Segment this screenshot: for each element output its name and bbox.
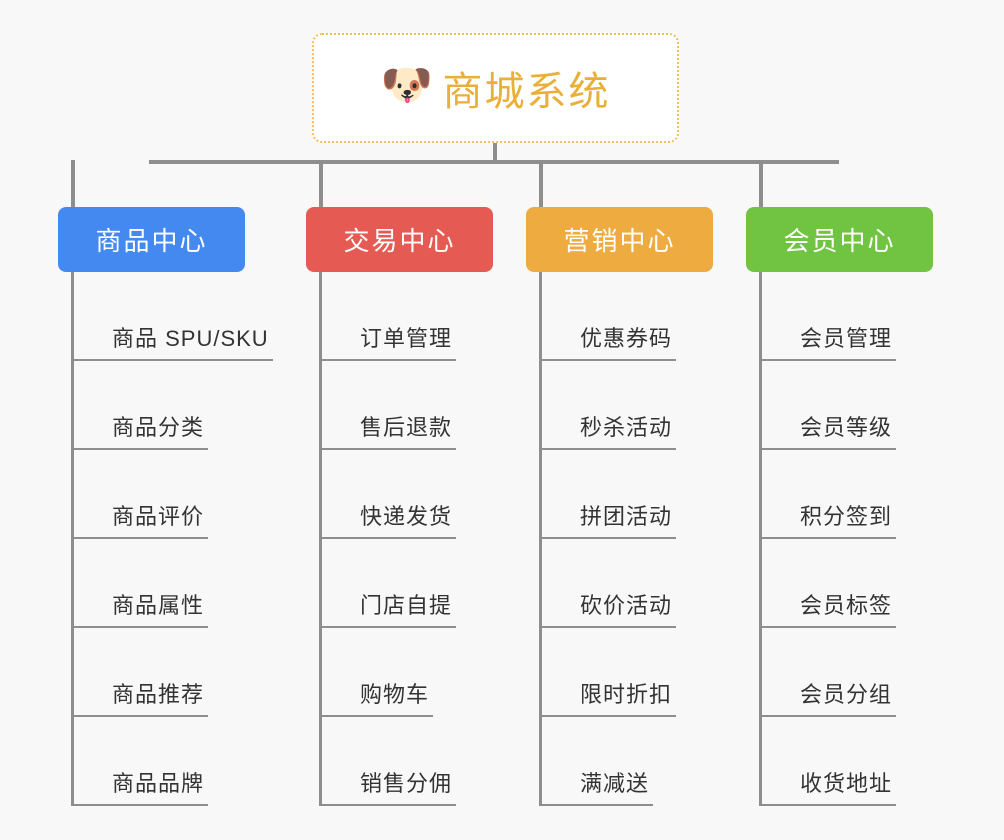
list-item[interactable]: 砍价活动 — [542, 539, 756, 628]
list-item[interactable]: 商品评价 — [74, 450, 288, 539]
list-item[interactable]: 订单管理 — [322, 272, 536, 361]
list-item[interactable]: 会员管理 — [762, 272, 976, 361]
root-node-title: 商城系统 — [442, 70, 611, 114]
leaf-label: 会员等级 — [800, 415, 893, 440]
leaf-label: 限时折扣 — [580, 682, 673, 707]
leaf-label: 商品品牌 — [112, 771, 205, 796]
connector-drop-trade-center — [319, 160, 323, 208]
list-item[interactable]: 拼团活动 — [542, 450, 756, 539]
connector-drop-product-center — [71, 160, 75, 208]
leaf-label: 拼团活动 — [580, 504, 673, 529]
category-header-marketing-center[interactable]: 营销中心 — [526, 207, 713, 272]
list-item[interactable]: 门店自提 — [322, 539, 536, 628]
leaf-label: 销售分佣 — [360, 771, 453, 796]
connector-drop-member-center — [759, 160, 763, 208]
column-product-center: 商品中心 商品 SPU/SKU 商品分类 商品评价 商品属性 商品推荐 商品品牌 — [58, 207, 288, 806]
leaf-label: 优惠券码 — [580, 326, 673, 351]
leaf-label: 门店自提 — [360, 593, 453, 618]
leaf-label: 收货地址 — [800, 771, 893, 796]
leaf-label: 商品评价 — [112, 504, 205, 529]
list-item[interactable]: 满减送 — [542, 717, 756, 806]
list-item[interactable]: 会员标签 — [762, 539, 976, 628]
list-item[interactable]: 商品 SPU/SKU — [74, 272, 288, 361]
list-item[interactable]: 购物车 — [322, 628, 536, 717]
leaf-label: 商品 SPU/SKU — [112, 326, 269, 351]
list-item[interactable]: 售后退款 — [322, 361, 536, 450]
leaf-label: 积分签到 — [800, 504, 893, 529]
connector-horizontal-bar — [149, 160, 839, 164]
root-node-mall-system[interactable]: 🐶 商城系统 — [312, 33, 679, 143]
list-item[interactable]: 限时折扣 — [542, 628, 756, 717]
connector-root-stem — [493, 143, 497, 163]
leaf-label: 商品推荐 — [112, 682, 205, 707]
leaf-label: 会员分组 — [800, 682, 893, 707]
shiba-dog-face-icon: 🐶 — [380, 61, 433, 108]
leaf-label: 商品分类 — [112, 415, 205, 440]
list-item[interactable]: 秒杀活动 — [542, 361, 756, 450]
list-item[interactable]: 商品属性 — [74, 539, 288, 628]
leaf-list-product-center: 商品 SPU/SKU 商品分类 商品评价 商品属性 商品推荐 商品品牌 — [71, 272, 288, 806]
list-item[interactable]: 销售分佣 — [322, 717, 536, 806]
category-header-trade-center[interactable]: 交易中心 — [306, 207, 493, 272]
list-item[interactable]: 积分签到 — [762, 450, 976, 539]
leaf-list-marketing-center: 优惠券码 秒杀活动 拼团活动 砍价活动 限时折扣 满减送 — [539, 272, 756, 806]
leaf-label: 购物车 — [360, 682, 430, 707]
leaf-label: 会员管理 — [800, 326, 893, 351]
leaf-label: 秒杀活动 — [580, 415, 673, 440]
list-item[interactable]: 会员分组 — [762, 628, 976, 717]
leaf-list-member-center: 会员管理 会员等级 积分签到 会员标签 会员分组 收货地址 — [759, 272, 976, 806]
column-marketing-center: 营销中心 优惠券码 秒杀活动 拼团活动 砍价活动 限时折扣 满减送 — [526, 207, 756, 806]
leaf-label: 砍价活动 — [580, 593, 673, 618]
category-header-product-center[interactable]: 商品中心 — [58, 207, 245, 272]
column-member-center: 会员中心 会员管理 会员等级 积分签到 会员标签 会员分组 收货地址 — [746, 207, 976, 806]
leaf-label: 订单管理 — [360, 326, 453, 351]
leaf-label: 售后退款 — [360, 415, 453, 440]
list-item[interactable]: 会员等级 — [762, 361, 976, 450]
leaf-label: 会员标签 — [800, 593, 893, 618]
category-header-member-center[interactable]: 会员中心 — [746, 207, 933, 272]
list-item[interactable]: 优惠券码 — [542, 272, 756, 361]
list-item[interactable]: 快递发货 — [322, 450, 536, 539]
leaf-label: 商品属性 — [112, 593, 205, 618]
list-item[interactable]: 商品分类 — [74, 361, 288, 450]
leaf-label: 满减送 — [580, 771, 650, 796]
list-item[interactable]: 商品推荐 — [74, 628, 288, 717]
list-item[interactable]: 收货地址 — [762, 717, 976, 806]
leaf-label: 快递发货 — [360, 504, 453, 529]
leaf-list-trade-center: 订单管理 售后退款 快递发货 门店自提 购物车 销售分佣 — [319, 272, 536, 806]
list-item[interactable]: 商品品牌 — [74, 717, 288, 806]
connector-drop-marketing-center — [539, 160, 543, 208]
column-trade-center: 交易中心 订单管理 售后退款 快递发货 门店自提 购物车 销售分佣 — [306, 207, 536, 806]
